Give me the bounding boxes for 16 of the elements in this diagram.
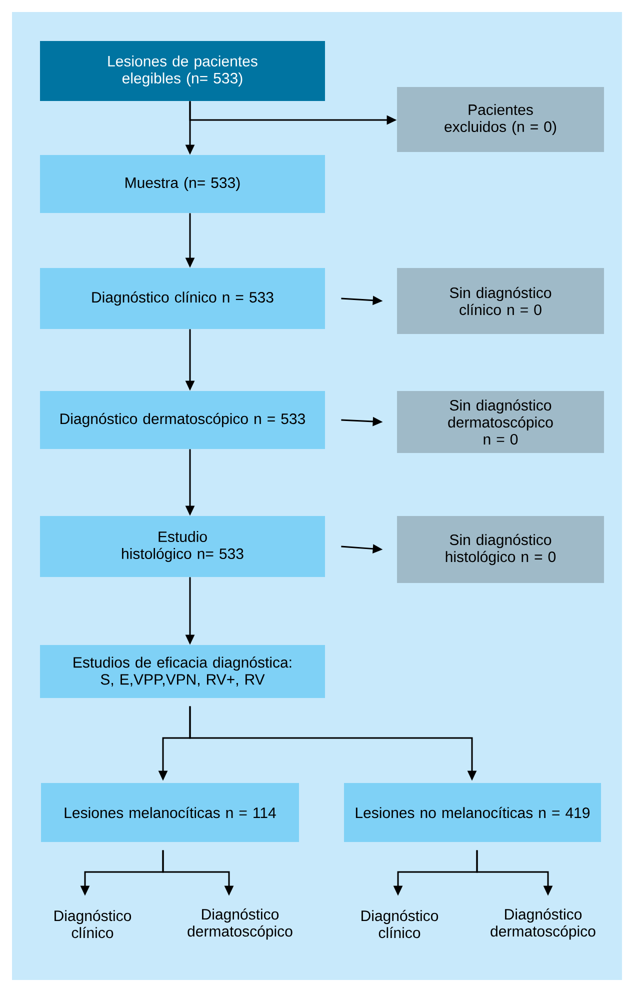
outcome-label: Diagnóstico clínico (362, 910, 438, 938)
start-box: Lesiones de pacientes elegibles (n= 533) (40, 41, 325, 101)
excluded-box: Sin diagnóstico histológico n = 0 (397, 516, 604, 583)
process-box: Estudio histológico n= 533 (40, 516, 325, 577)
process-box: Estudios de eficacia diagnóstica: S, E,VPP,VPN, RV+, RV (40, 645, 325, 698)
process-box: Muestra (n= 533) (40, 155, 325, 213)
outcome-label: Diagnóstico dermatoscópico (490, 908, 596, 940)
excluded-box: Sin diagnóstico dermatoscópico n = 0 (397, 391, 604, 453)
process-box: Diagnóstico dermatoscópico n = 533 (40, 391, 325, 449)
process-box: Diagnóstico clínico n = 533 (40, 268, 325, 329)
outcome-label: Diagnóstico dermatoscópico (188, 908, 292, 940)
process-box: Lesiones melanocíticas n = 114 (41, 783, 299, 842)
outcome-label: Diagnóstico clínico (54, 910, 132, 938)
process-box: Lesiones no melanocíticas n = 419 (344, 783, 601, 842)
excluded-box: Sin diagnóstico clínico n = 0 (397, 268, 604, 334)
excluded-box: Pacientes excluidos (n = 0) (397, 87, 604, 152)
